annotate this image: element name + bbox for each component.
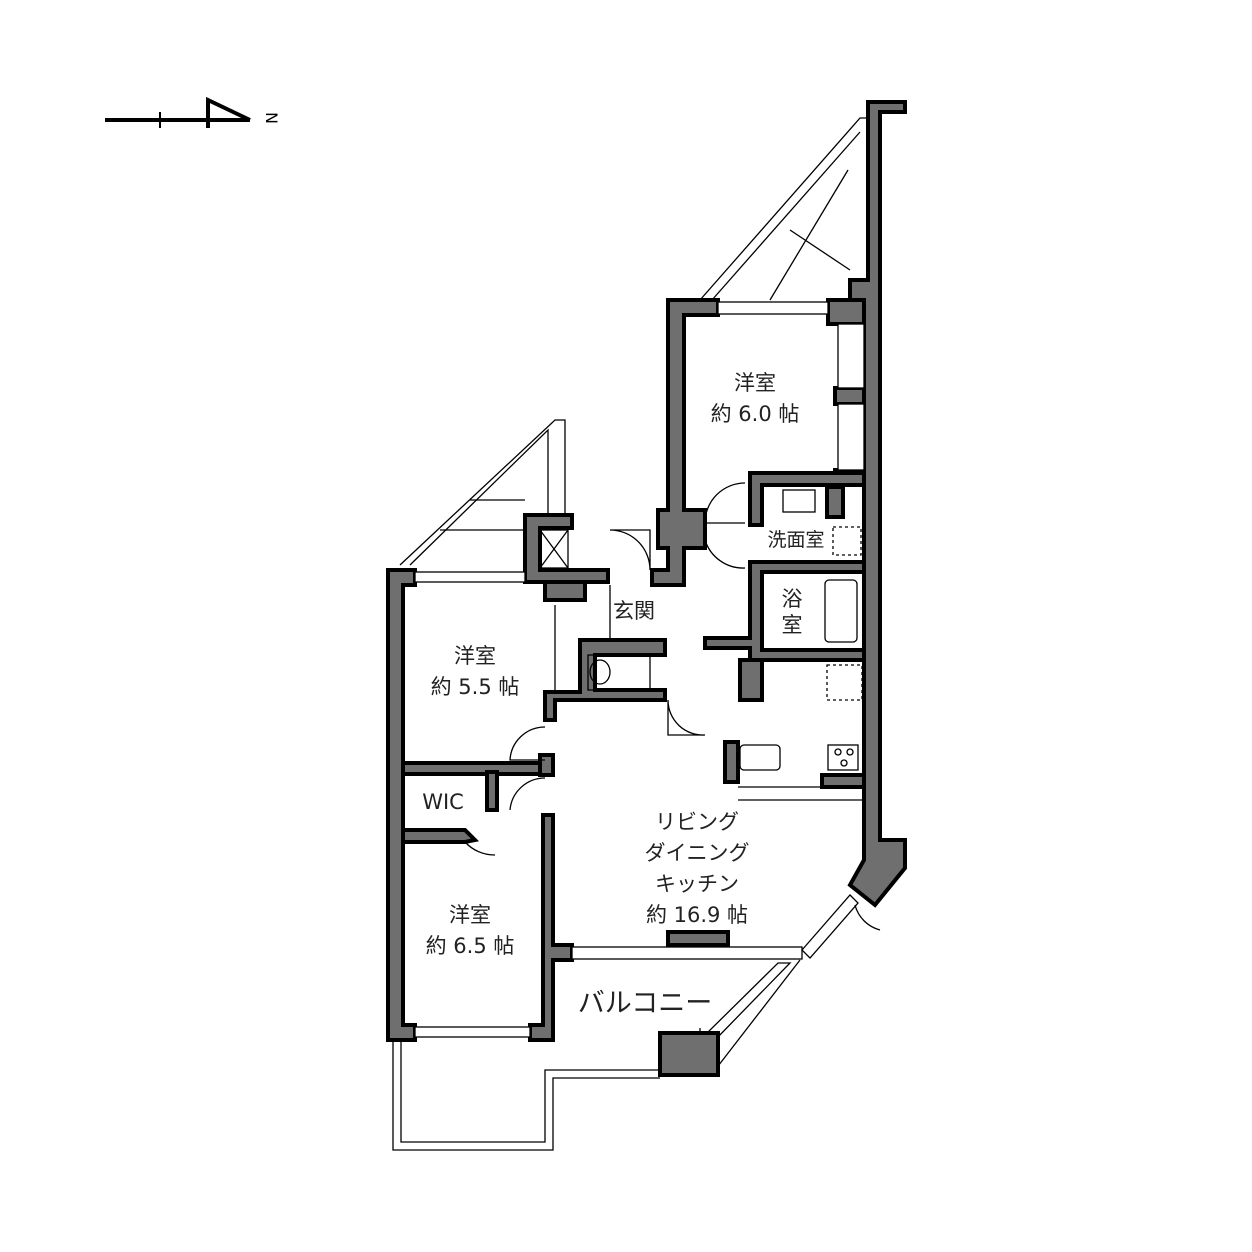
ldk-line2: ダイニング	[644, 841, 750, 865]
windows	[414, 301, 865, 1038]
north-label: N	[262, 112, 281, 124]
ldk-size: 約 16.9 帖	[645, 903, 749, 927]
room-label-washroom: 洗面室	[767, 529, 825, 551]
doors-fixtures	[464, 482, 881, 931]
bathtub-icon	[824, 579, 858, 643]
room-label-entrance: 玄関	[613, 599, 655, 623]
north-arrow-icon	[105, 96, 251, 128]
room-label-bedroom-top: 洋室 約 6.0 帖	[711, 368, 800, 430]
sink-icon	[782, 489, 816, 513]
room-name: 洋室	[734, 371, 776, 395]
bathroom-line1: 浴	[781, 587, 803, 611]
ldk-line1: リビング	[655, 810, 739, 834]
stove-icon	[827, 744, 859, 771]
room-name: 洋室	[454, 644, 496, 668]
ldk-line3: キッチン	[655, 872, 739, 896]
room-size: 約 6.0 帖	[710, 402, 800, 426]
room-label-balcony: バルコニー	[577, 988, 713, 1019]
room-label-bedroom-left: 洋室 約 5.5 帖	[431, 641, 520, 703]
room-size: 約 6.5 帖	[425, 934, 515, 958]
room-label-bedroom-bottom: 洋室 約 6.5 帖	[426, 900, 515, 962]
room-label-wic: WIC	[422, 790, 464, 814]
balcony-outline	[392, 117, 869, 1151]
room-label-ldk: リビング ダイニング キッチン 約 16.9 帖	[645, 807, 750, 931]
bathroom-line2: 室	[781, 613, 803, 637]
kitchen-sink-icon	[739, 744, 781, 771]
room-size: 約 5.5 帖	[430, 675, 520, 699]
toilet-icon	[587, 654, 651, 691]
vent-icon	[826, 664, 863, 701]
room-name: 洋室	[449, 903, 491, 927]
room-label-bathroom: 浴 室	[782, 586, 803, 638]
